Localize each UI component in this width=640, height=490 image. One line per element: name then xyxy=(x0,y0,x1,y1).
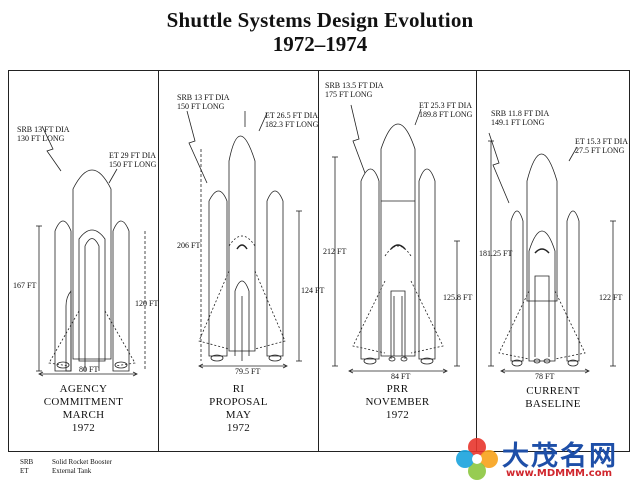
srb-spec-label: SRB 13 FT DIA 150 FT LONG xyxy=(177,93,230,111)
caption-line: MAY xyxy=(225,409,252,421)
orbiter-height-label: 122 FT xyxy=(599,293,623,302)
panel-prr: SRB 13.5 FT DIA 175 FT LONG ET 25.3 FT D… xyxy=(319,71,476,451)
span-width-label: 78 FT xyxy=(535,372,555,381)
page-title: Shuttle Systems Design Evolution xyxy=(166,8,474,32)
panel-divider xyxy=(318,71,319,451)
caption-line: MARCH xyxy=(62,409,105,421)
span-width-label: 79.5 FT xyxy=(235,367,261,376)
srb-spec-label: SRB 13 FT DIA 130 FT LONG xyxy=(17,125,70,143)
caption-line: NOVEMBER xyxy=(365,396,430,408)
et-spec-label: ET 26.5 FT DIA 182.3 FT LONG xyxy=(265,111,319,129)
caption-line: 1972 xyxy=(71,422,96,434)
orbiter-height-label: 125.8 FT xyxy=(443,293,473,302)
caption-line: AGENCY xyxy=(59,383,108,395)
caption-line: BASELINE xyxy=(525,398,581,410)
orbiter-height-label: 124 FT xyxy=(301,286,325,295)
panel-current-baseline: SRB 11.8 FT DIA 149.1 FT LONG ET 15.3 FT… xyxy=(477,71,629,451)
caption-line: CURRENT xyxy=(526,385,580,397)
legend-abbr: SRB xyxy=(20,458,34,466)
span-width-label: 84 FT xyxy=(391,372,411,381)
watermark-text: 大茂名网 xyxy=(502,441,618,472)
panel-caption: CURRENT BASELINE xyxy=(477,385,629,411)
legend-text: Solid Rocket Booster xyxy=(52,458,112,466)
legend-row: SRB Solid Rocket Booster xyxy=(20,458,112,467)
legend-row: ET External Tank xyxy=(20,467,112,476)
watermark-url: www.MDMMM.com xyxy=(506,468,612,479)
span-width-label: 80 FT xyxy=(79,365,99,374)
total-height-label: 212 FT xyxy=(323,247,347,256)
abbreviation-legend: SRB Solid Rocket Booster ET External Tan… xyxy=(20,458,112,476)
caption-line: 1972 xyxy=(226,422,251,434)
panel-divider xyxy=(476,71,477,451)
total-height-label: 181.25 FT xyxy=(479,249,513,258)
vehicle-drawing-1 xyxy=(36,125,146,377)
diagram-frame: SRB 13 FT DIA 130 FT LONG ET 29 FT DIA 1… xyxy=(8,70,630,452)
caption-line: PRR xyxy=(386,383,409,395)
legend-abbr: ET xyxy=(20,467,29,475)
panel-divider xyxy=(158,71,159,451)
et-spec-label: ET 25.3 FT DIA 189.8 FT LONG xyxy=(419,101,473,119)
vehicle-drawing-3 xyxy=(332,104,460,374)
site-watermark: 大茂名网 www.MDMMM.com xyxy=(452,432,640,484)
panel-caption: PRR NOVEMBER 1972 xyxy=(319,383,476,422)
caption-line: COMMITMENT xyxy=(43,396,124,408)
srb-spec-label: SRB 13.5 FT DIA 175 FT LONG xyxy=(325,81,384,99)
vehicle-drawing-4 xyxy=(488,132,616,374)
caption-line: RI xyxy=(232,383,245,395)
page-subtitle: 1972–1974 xyxy=(272,32,368,56)
caption-line: PROPOSAL xyxy=(209,396,268,408)
panel-caption: AGENCY COMMITMENT MARCH 1972 xyxy=(9,383,158,435)
caption-line: 1972 xyxy=(385,409,410,421)
vehicle-drawing-2 xyxy=(186,110,302,369)
total-height-label: 167 FT xyxy=(13,281,37,290)
srb-spec-label: SRB 11.8 FT DIA 149.1 FT LONG xyxy=(491,109,550,127)
panel-agency-commitment: SRB 13 FT DIA 130 FT LONG ET 29 FT DIA 1… xyxy=(9,71,158,451)
panel-ri-proposal: SRB 13 FT DIA 150 FT LONG ET 26.5 FT DIA… xyxy=(159,71,324,451)
panel-caption: RI PROPOSAL MAY 1972 xyxy=(159,383,318,435)
et-spec-label: ET 15.3 FT DIA 27.5 FT LONG xyxy=(575,137,629,155)
legend-text: External Tank xyxy=(52,467,92,475)
et-spec-label: ET 29 FT DIA 150 FT LONG xyxy=(109,151,157,169)
flower-logo-icon xyxy=(456,438,498,480)
title-block: Shuttle Systems Design Evolution 1972–19… xyxy=(0,8,640,56)
orbiter-height-label: 120 FT xyxy=(135,299,159,308)
total-height-label: 206 FT xyxy=(177,241,201,250)
